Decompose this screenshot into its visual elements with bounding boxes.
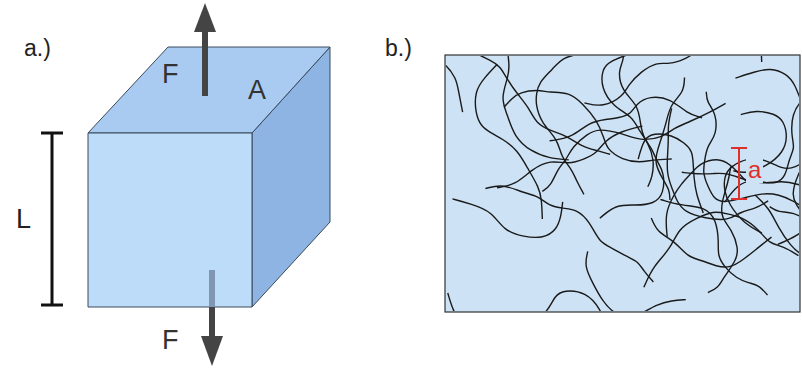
polymer-chains <box>446 56 799 311</box>
polymer-chain <box>708 166 737 292</box>
area-label: A <box>246 76 268 105</box>
length-label: L <box>14 205 33 234</box>
polymer-chain <box>644 212 799 287</box>
length-bracket <box>41 133 63 305</box>
polymer-chain <box>656 78 685 200</box>
mesh-bracket <box>731 148 747 199</box>
polymer-chain <box>586 251 686 311</box>
polymer-chain <box>536 56 584 194</box>
polymer-chain <box>735 69 799 234</box>
cube-front-face <box>88 133 252 307</box>
polymer-chain <box>602 56 653 187</box>
polymer-chain <box>725 63 799 201</box>
polymer-chain <box>770 207 799 311</box>
polymer-chain <box>660 200 767 296</box>
polymer-chain <box>446 56 463 112</box>
polymer-chain <box>755 194 799 257</box>
polymer-chain <box>761 56 799 62</box>
polymer-chain <box>503 56 569 160</box>
polymer-chain <box>448 291 627 311</box>
force-label: F <box>160 326 181 355</box>
polymer-chain <box>475 64 542 219</box>
polymer-chain <box>584 56 699 105</box>
polymer-chain <box>504 91 672 162</box>
polymer-chain <box>497 126 642 188</box>
polymer-chain <box>446 56 610 154</box>
polymer-chain <box>542 103 725 191</box>
panel-label: a.) <box>22 36 53 61</box>
force-label: F <box>160 60 181 89</box>
mesh-size-label: a <box>746 157 763 183</box>
polymer-chain <box>452 199 562 237</box>
force-arrow-up <box>194 3 216 96</box>
panel-label: b.) <box>383 36 414 61</box>
polymer-chain <box>485 186 653 282</box>
polymer-chain <box>682 172 799 244</box>
polymer-chain <box>550 97 702 141</box>
cube <box>88 47 330 307</box>
cube-top-face <box>88 47 330 133</box>
force-arrow-down <box>201 270 223 366</box>
